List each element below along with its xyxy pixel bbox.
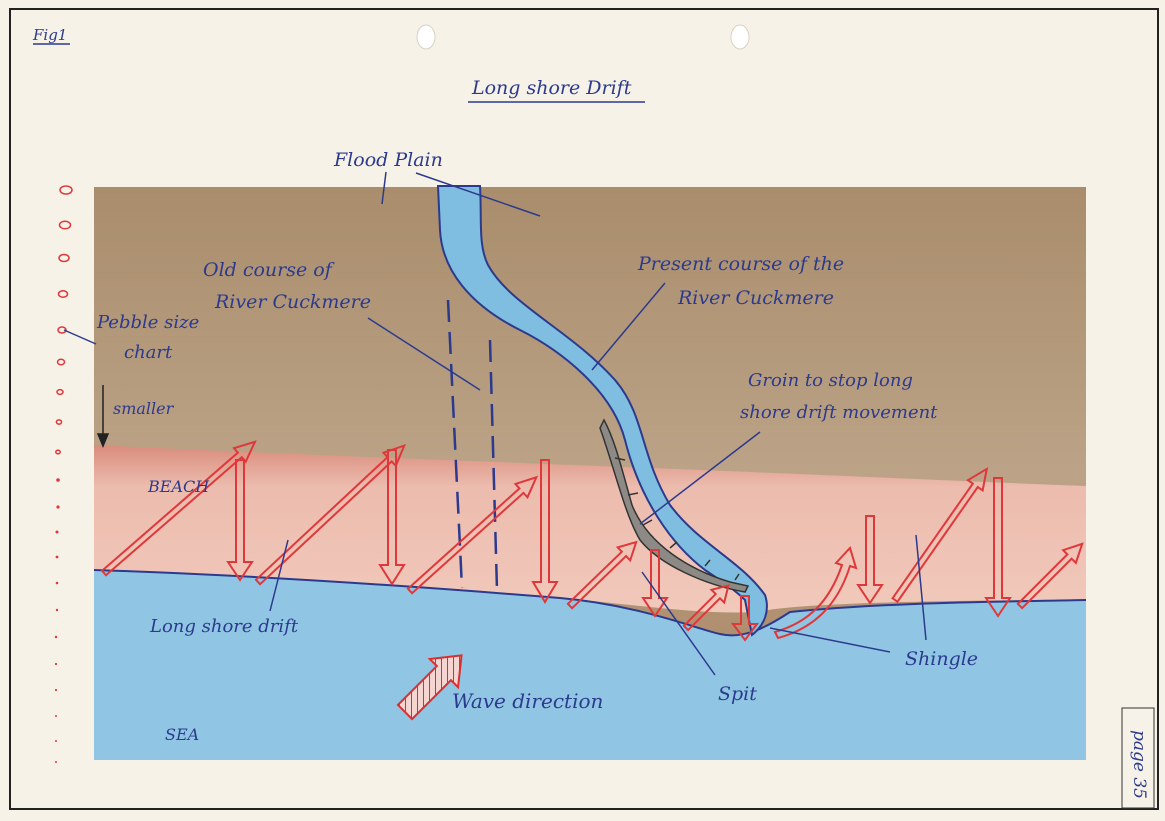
backwash-arrow	[226, 459, 254, 582]
spit-label: Spit	[718, 683, 757, 705]
present-course-leader	[591, 282, 666, 371]
spit-shingle	[599, 418, 750, 593]
wave-direction-label: Wave direction	[452, 689, 603, 713]
swash-arrow	[566, 540, 638, 610]
beach-label: BEACH	[147, 477, 210, 496]
backwash-arrow	[641, 549, 669, 618]
backwash-arrow	[378, 449, 406, 586]
pebble-size-chart	[55, 185, 73, 455]
present-course-label-line2: River Cuckmere	[677, 287, 834, 309]
old-course-left-bank	[446, 299, 464, 589]
present-course-label-line1: Present course of the	[637, 253, 844, 275]
swash-arrow	[891, 466, 989, 604]
pebble-chart-label-line2: chart	[124, 342, 173, 363]
diagram-title: Long shore Drift	[471, 77, 632, 99]
flood-plain-label: Flood Plain	[333, 149, 443, 171]
swash-arrow	[406, 475, 539, 595]
page-number: page 35	[1129, 730, 1149, 799]
beach-area	[94, 445, 1086, 613]
flood-plain-leader-2	[415, 172, 541, 217]
old-course-label-line2: River Cuckmere	[214, 291, 371, 313]
groin-label-line2: shore drift movement	[740, 402, 938, 423]
old-course-leader	[367, 317, 481, 391]
punch-hole-right	[730, 24, 750, 50]
groin-label-line1: Groin to stop long	[748, 370, 913, 391]
backwash-arrow	[856, 515, 884, 605]
pebble-chart-label-line1: Pebble size	[96, 312, 199, 333]
fig-label: Fig1	[32, 26, 67, 44]
leader-lines	[63, 171, 927, 676]
groin-leader	[639, 431, 761, 525]
coastline	[93, 569, 1087, 637]
longshore-drift-leader	[269, 539, 289, 612]
river-present-course	[436, 185, 768, 637]
old-course-right-bank	[488, 339, 499, 591]
punch-hole-left	[416, 24, 436, 50]
sea-label: SEA	[165, 725, 199, 744]
shingle-label: Shingle	[905, 648, 978, 670]
smaller-label: smaller	[113, 399, 175, 418]
backwash-arrow	[731, 595, 759, 642]
smaller-arrow	[96, 385, 110, 448]
sea-area	[94, 570, 1086, 760]
backwash-arrows	[226, 449, 1012, 642]
old-course-label-line1: Old course of	[203, 259, 335, 281]
wave-direction-arrow	[396, 654, 463, 721]
page-border	[9, 8, 1159, 810]
swash-arrow	[682, 584, 730, 632]
flood-plain-leader-1	[381, 171, 387, 205]
shingle-leader-1	[769, 627, 891, 653]
shingle-leader-2	[915, 534, 927, 641]
longshore-drift-label: Long shore drift	[149, 616, 299, 637]
swash-arrow	[100, 440, 257, 577]
spit-leader	[641, 571, 716, 676]
groin-markers	[614, 457, 740, 581]
page-number-box	[1121, 707, 1155, 809]
swash-arrow	[1016, 542, 1084, 610]
pebble-size-dots	[54, 478, 60, 763]
backwash-arrow	[984, 477, 1012, 618]
backwash-arrow	[531, 459, 559, 604]
curved-drift-arrow	[773, 546, 858, 640]
pebble-chart-leader	[63, 329, 97, 345]
